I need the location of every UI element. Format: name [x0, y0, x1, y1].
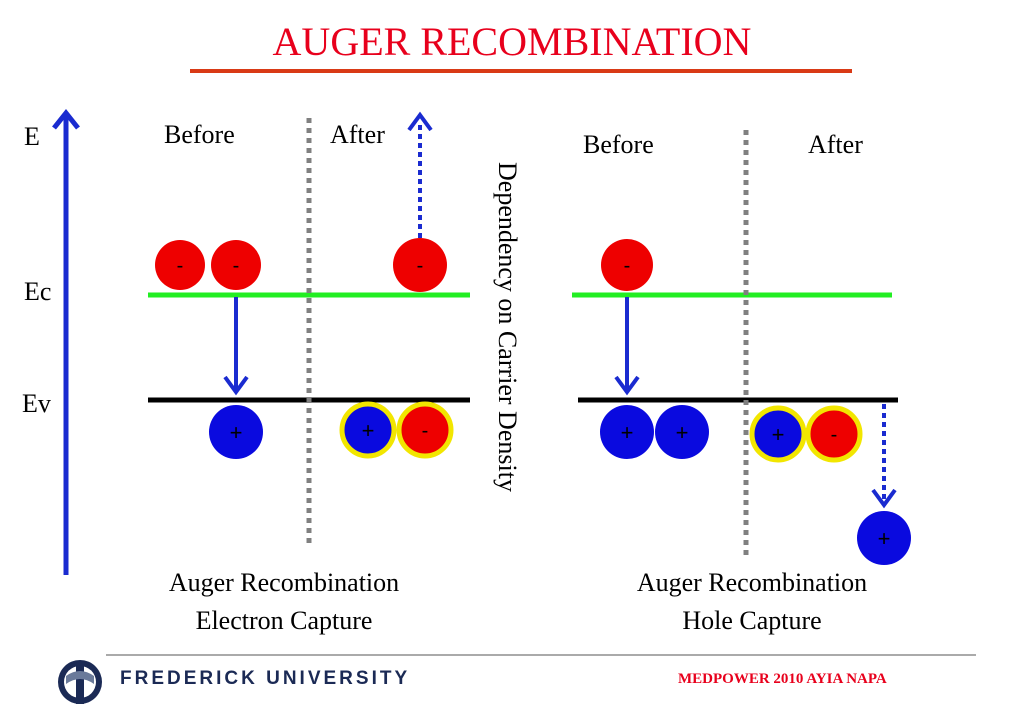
- right-caption: Auger Recombination Hole Capture: [592, 564, 912, 640]
- left-before-electron-1: -: [155, 240, 205, 290]
- left-capture-arrow: [223, 297, 249, 396]
- left-before-electron-2: -: [211, 240, 261, 290]
- right-after-label: After: [808, 130, 863, 159]
- energy-axis-label: E: [24, 122, 40, 151]
- left-before-label: Before: [164, 120, 235, 149]
- footer-event: MEDPOWER 2010 AYIA NAPA: [678, 671, 887, 687]
- hole-sign: +: [230, 420, 243, 445]
- right-before-hole-1: +: [600, 405, 654, 459]
- electron-sign: -: [417, 255, 424, 277]
- right-after-sink-arrow: [871, 404, 897, 509]
- energy-axis-arrow: [52, 108, 80, 575]
- hole-sign: +: [772, 422, 785, 447]
- right-capture-arrow: [614, 297, 640, 396]
- right-caption-line2: Hole Capture: [682, 606, 822, 635]
- left-before-hole: +: [209, 405, 263, 459]
- right-before-label: Before: [583, 130, 654, 159]
- university-logo: [58, 660, 102, 704]
- electron-sign: -: [624, 255, 631, 277]
- right-after-pair: + -: [749, 405, 863, 463]
- left-after-ejection-arrow: [407, 111, 433, 238]
- conduction-band-label: Ec: [24, 277, 52, 306]
- left-caption: Auger Recombination Electron Capture: [124, 564, 444, 640]
- hole-sign: +: [621, 420, 634, 445]
- footer-brand: FREDERICK UNIVERSITY: [120, 668, 411, 689]
- left-caption-line2: Electron Capture: [195, 606, 373, 635]
- page-title: AUGER RECOMBINATION: [272, 19, 752, 64]
- electron-sign: -: [177, 255, 184, 277]
- electron-sign: -: [233, 255, 240, 277]
- left-after-label: After: [330, 120, 385, 149]
- right-caption-line1: Auger Recombination: [636, 568, 868, 597]
- electron-sign: -: [831, 424, 838, 446]
- carrier-density-label: Dependency on Carrier Density: [493, 162, 522, 492]
- left-after-hot-electron: -: [393, 238, 447, 292]
- hole-sign: +: [362, 418, 375, 443]
- right-before-electron: -: [601, 239, 653, 291]
- left-caption-line1: Auger Recombination: [168, 568, 400, 597]
- hole-sign: +: [676, 420, 689, 445]
- hole-sign: +: [878, 526, 891, 551]
- electron-sign: -: [422, 420, 429, 442]
- right-after-hot-hole: +: [857, 511, 911, 565]
- right-before-hole-2: +: [655, 405, 709, 459]
- valence-band-label: Ev: [22, 389, 51, 418]
- left-after-pair: + -: [339, 401, 454, 459]
